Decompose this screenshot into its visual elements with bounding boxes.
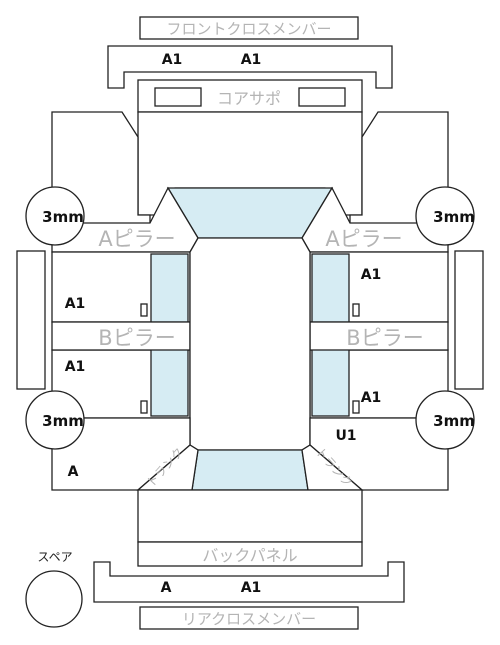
right-rocker-panel — [454, 250, 484, 390]
left-rocker-panel — [16, 250, 46, 390]
front-right-tire — [415, 186, 475, 246]
front-left-tire — [25, 186, 85, 246]
rear-cross-member-part — [93, 561, 405, 603]
right-rear-door-mark: A1 — [361, 390, 382, 406]
rear-left-tire-label: 3mm — [42, 412, 84, 430]
front-cross-member-part — [107, 45, 393, 89]
left-front-door-mark: A1 — [65, 296, 86, 312]
left-a-pillar-label: Aピラー — [98, 227, 175, 251]
left-rear-door-mark: A1 — [65, 359, 86, 375]
rear-left-tire — [25, 390, 85, 450]
right-b-pillar-label: Bピラー — [346, 326, 423, 350]
left-b-pillar-area — [51, 321, 191, 351]
core-support-label: コアサポ — [217, 89, 281, 108]
right-b-pillar-area — [309, 321, 449, 351]
right-front-door-mark: A1 — [361, 267, 382, 283]
spare-tire — [25, 570, 83, 628]
rear-cross-member-box — [139, 606, 359, 630]
front-cross-member-label: フロントクロスメンバー — [166, 20, 331, 38]
roof-panel — [189, 237, 311, 451]
front-cross-right-mark: A1 — [241, 52, 262, 68]
back-panel — [137, 541, 363, 567]
left-rear-door-handle — [140, 400, 148, 414]
rear-window — [191, 449, 309, 491]
front-right-tire-label: 3mm — [433, 208, 475, 226]
rear-cross-member-label: リアクロスメンバー — [182, 610, 316, 628]
back-panel-label: バックパネル — [202, 546, 297, 565]
front-cross-left-mark: A1 — [162, 52, 183, 68]
front-cross-member-box — [139, 16, 359, 40]
right-quarter-mark: U1 — [335, 428, 356, 444]
left-b-pillar-label: Bピラー — [98, 326, 175, 350]
front-left-tire-label: 3mm — [42, 208, 84, 226]
spare-label: スペア — [37, 550, 72, 564]
left-quarter-mark: A — [68, 464, 79, 480]
left-front-door-handle — [140, 303, 148, 317]
right-headlight — [298, 87, 346, 107]
right-front-door-handle — [352, 303, 360, 317]
rear-right-tire — [415, 390, 475, 450]
rear-cross-left-mark: A — [161, 580, 172, 596]
left-headlight — [154, 87, 202, 107]
rear-cross-right-mark: A1 — [241, 580, 262, 596]
rear-right-tire-label: 3mm — [433, 412, 475, 430]
right-a-pillar-label: Aピラー — [325, 227, 402, 251]
right-rear-door-handle — [352, 400, 360, 414]
trunk-lid — [137, 489, 363, 543]
